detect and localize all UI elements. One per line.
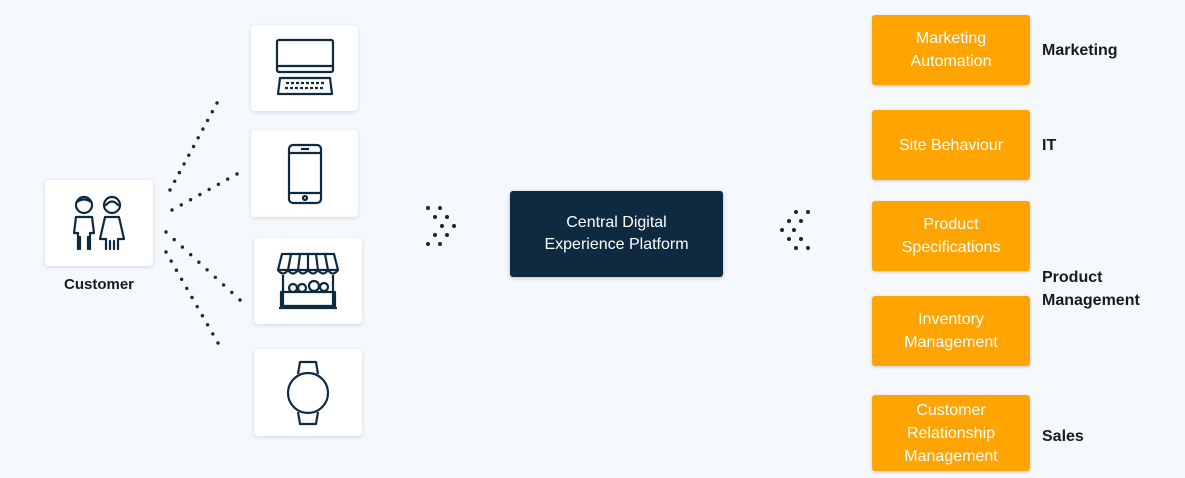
source-label: Site Behaviour	[898, 136, 1004, 154]
source-label: Customer Relationship Management	[904, 401, 998, 465]
connector-dot	[205, 323, 210, 327]
smartphone-icon	[287, 143, 322, 204]
chevron-left-dot	[780, 228, 784, 232]
customer-label: Customer	[63, 276, 134, 293]
store-front-icon	[276, 252, 340, 310]
chevron-left-dot	[806, 246, 810, 250]
department-it: IT	[1042, 137, 1057, 154]
connector-dot	[187, 153, 191, 157]
source-product-specifications: Product Specifications	[872, 201, 1030, 271]
connector-dot	[216, 341, 220, 345]
connector-dot	[216, 182, 221, 186]
connector-dot	[215, 101, 219, 105]
channel-card-store	[254, 238, 362, 324]
chevron-left-dot	[794, 246, 798, 250]
connector-dot	[205, 118, 210, 123]
chevron-right-dot	[445, 215, 449, 219]
chevron-right-dot	[438, 206, 442, 210]
two-people-icon	[72, 195, 126, 251]
connector-dot	[168, 188, 172, 192]
connector-dot	[164, 250, 168, 254]
chevron-left-dot	[792, 228, 796, 232]
smartwatch-icon	[286, 360, 330, 425]
chevron-right-dot	[426, 242, 430, 246]
connector-dot	[179, 203, 183, 207]
connector-dot	[230, 290, 234, 295]
connector-dot	[177, 170, 182, 175]
connector-dot	[189, 253, 193, 257]
connector-dot	[174, 268, 179, 272]
chevron-right-dot	[440, 224, 444, 228]
connector-dot	[205, 268, 209, 272]
source-label: Product Specifications	[901, 216, 1001, 256]
chevron-right-dot	[433, 215, 437, 219]
connector-dot	[238, 298, 242, 302]
central-platform-box: Central Digital Experience Platform	[510, 191, 723, 277]
connector-dot	[191, 144, 196, 149]
connector-dot	[190, 295, 194, 300]
connector-dot	[226, 177, 230, 181]
chevron-right-dot	[433, 233, 437, 237]
connector-dot	[235, 172, 239, 176]
connector-dot	[173, 179, 177, 183]
source-site-behaviour: Site Behaviour	[872, 110, 1030, 180]
source-customer-relationship-management: Customer Relationship Management	[872, 395, 1030, 471]
chevron-right-dot	[445, 233, 449, 237]
source-label: Marketing Automation	[910, 30, 992, 70]
chevron-left-dot	[787, 219, 791, 223]
channel-card-desktop	[251, 25, 358, 111]
connector-dot	[164, 230, 168, 234]
connector-dot	[197, 260, 201, 264]
connector-dot	[211, 332, 215, 336]
channel-card-watch	[254, 349, 362, 436]
chevron-left-dot	[806, 210, 810, 214]
connector-dot	[172, 237, 176, 242]
chevron-left-dot	[794, 210, 798, 214]
chevron-left-dot	[799, 237, 803, 241]
connector-dot	[198, 192, 202, 197]
source-marketing-automation: Marketing Automation	[872, 15, 1030, 85]
department-product-management: Product Management	[1042, 269, 1140, 309]
connector-dot	[169, 259, 173, 263]
department-sales: Sales	[1042, 428, 1084, 445]
source-inventory-management: Inventory Management	[872, 296, 1030, 366]
connector-dot	[185, 286, 189, 291]
chevron-right-dot	[426, 206, 430, 210]
connector-dot	[196, 136, 200, 140]
channel-card-mobile	[251, 130, 358, 217]
connector-dot	[179, 277, 184, 281]
source-label: Inventory Management	[904, 311, 998, 351]
connector-dot	[221, 283, 226, 287]
department-marketing: Marketing	[1042, 42, 1118, 59]
connector-dot	[182, 162, 186, 166]
connector-dot	[213, 275, 217, 279]
connector-dot	[210, 110, 214, 114]
chevron-left-dot	[799, 219, 803, 223]
connector-dot	[195, 304, 199, 309]
central-platform-label: Central Digital Experience Platform	[544, 214, 689, 253]
chevron-left-dot	[787, 237, 791, 241]
connector-dot	[207, 187, 211, 192]
chevron-right-dot	[438, 242, 442, 246]
connector-dot	[201, 127, 205, 131]
connector-dot	[188, 198, 193, 202]
customer-card	[45, 180, 153, 266]
connector-dot	[170, 208, 174, 212]
desktop-computer-icon	[275, 38, 334, 96]
chevron-right-dot	[452, 224, 456, 228]
connector-dot	[200, 314, 205, 318]
connector-dot	[180, 245, 185, 249]
